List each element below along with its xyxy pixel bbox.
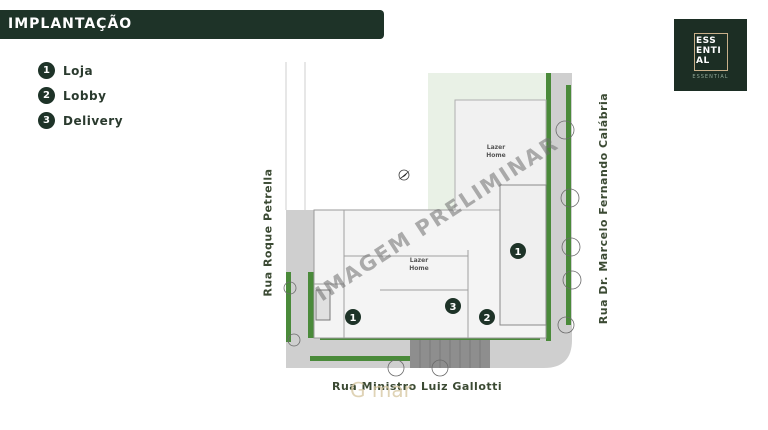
north-arrow-icon (398, 169, 410, 181)
marker-loja: 1 (510, 243, 526, 259)
logo-frame (694, 33, 728, 71)
grass-strip (308, 272, 314, 338)
logo-text: ESS ENTI AL (696, 36, 721, 66)
grass-strip (286, 272, 291, 342)
lazer-label-upper: Home (486, 152, 505, 159)
tree-icon (283, 120, 582, 377)
logo-line: ESS (696, 36, 717, 46)
street-label-bottom: Rua Ministro Luiz Gallotti (332, 380, 503, 393)
street-label-right: Rua Dr. Marcelo Fernando Calábria (597, 92, 611, 325)
grass-strip (566, 85, 571, 325)
logo-line: ENTI (696, 46, 722, 56)
street-label-left: Rua Roque Petrella (261, 168, 275, 297)
marker-number: 1 (515, 247, 522, 258)
marker-number: 1 (350, 313, 357, 324)
marker-number: 3 (450, 302, 457, 313)
lazer-label-upper: Lazer (487, 144, 505, 151)
legend-label: Lobby (63, 88, 107, 103)
legend-number: 1 (38, 62, 55, 79)
marker-lobby: 2 (479, 309, 495, 325)
logo-line: AL (696, 56, 710, 66)
lazer-label-lower: Lazer (410, 257, 428, 264)
logo-subtitle: ESSENTIAL (692, 74, 729, 80)
marker-delivery: 3 (445, 298, 461, 314)
grass-strip (546, 73, 551, 341)
legend-number: 2 (38, 87, 55, 104)
planter (315, 289, 331, 321)
grass-strip (310, 356, 470, 361)
parking-grid (419, 340, 481, 368)
legend-item-lobby: 2 Lobby (38, 83, 123, 108)
legend-item-loja: 1 Loja (38, 58, 123, 83)
marker-loja: 1 (345, 309, 361, 325)
page-title: IMPLANTAÇÃO (0, 10, 384, 39)
brand-watermark: G mar (350, 378, 412, 402)
marker-number: 2 (484, 313, 491, 324)
legend-number: 3 (38, 112, 55, 129)
tower-block (499, 184, 547, 326)
legend-label: Loja (63, 63, 94, 78)
lazer-label-lower: Home (409, 265, 428, 272)
legend-label: Delivery (63, 113, 124, 128)
legend: 1 Loja 2 Lobby 3 Delivery (38, 58, 123, 133)
legend-item-delivery: 3 Delivery (38, 108, 123, 133)
brand-logo: ESS ENTI AL ESSENTIAL (674, 19, 747, 91)
